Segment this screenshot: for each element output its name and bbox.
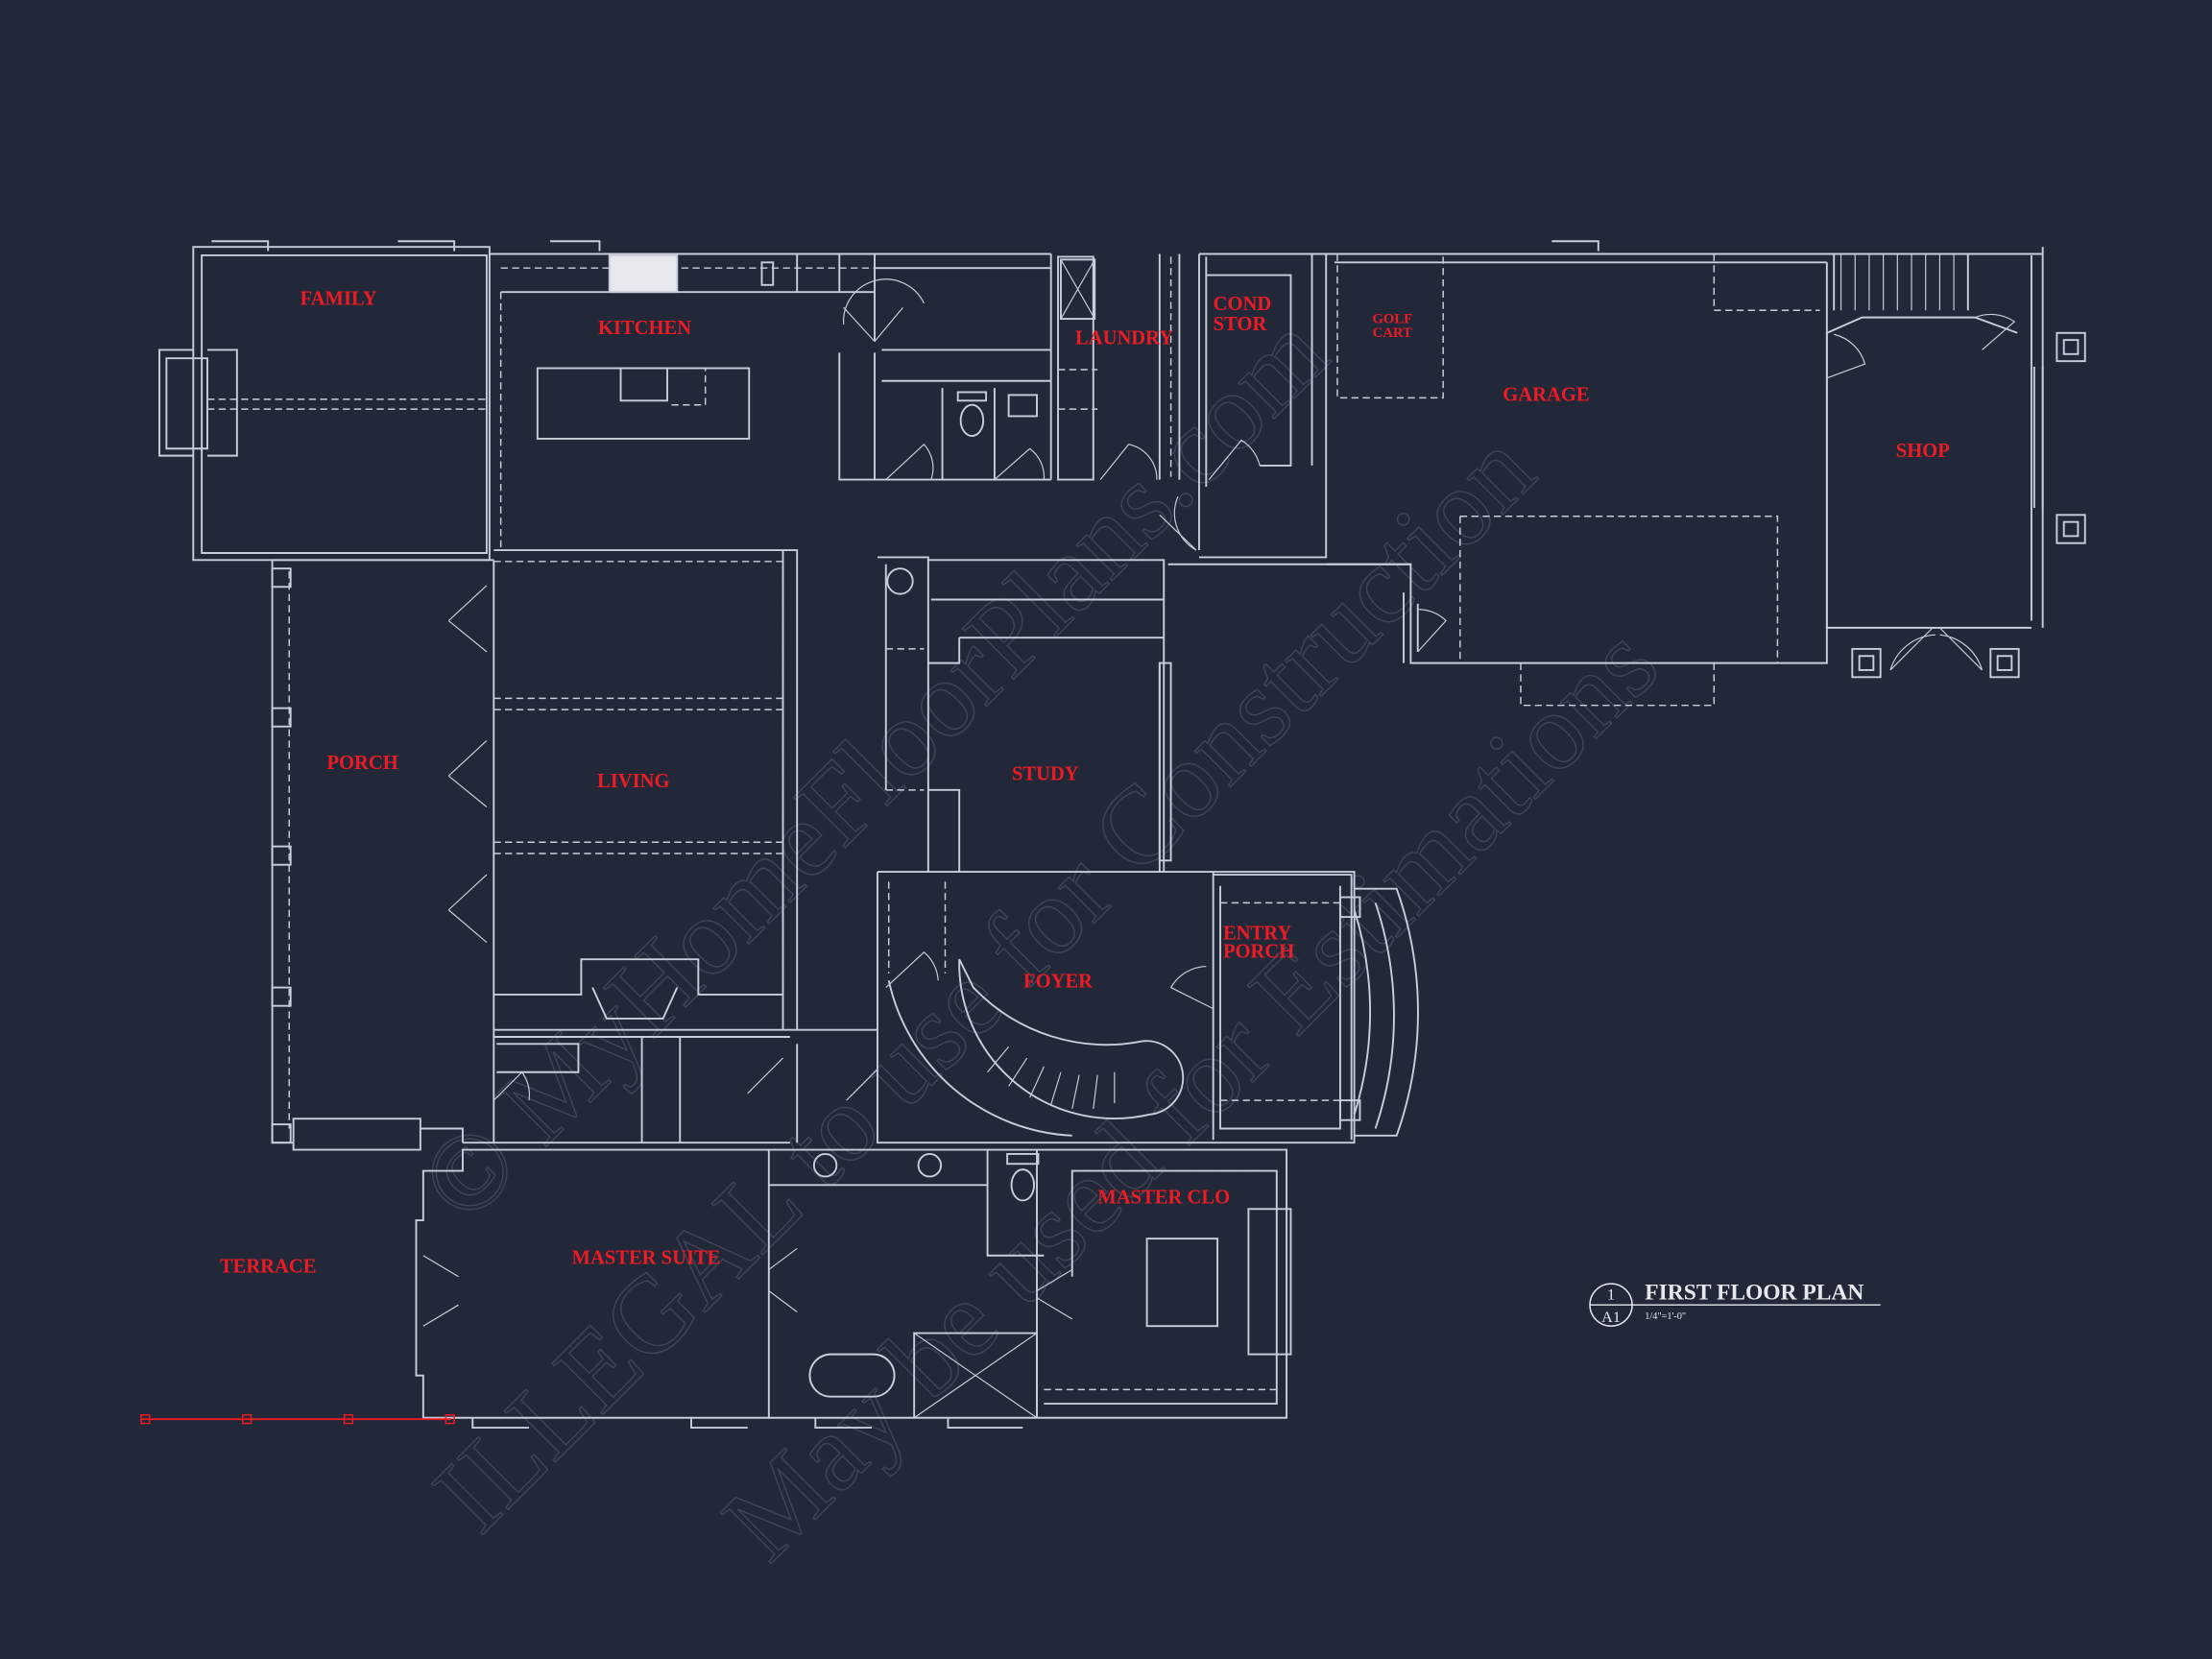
- title-block: 1 A1 FIRST FLOOR PLAN 1/4"=1'-0": [1589, 1280, 1881, 1327]
- room-label-cart: CART: [1373, 325, 1412, 341]
- drawing-scale: 1/4"=1'-0": [1645, 1311, 1686, 1322]
- room-label-golf: GOLF: [1372, 311, 1412, 326]
- room-label-master-suite: MASTER SUITE: [572, 1248, 721, 1269]
- sheet-id: A1: [1601, 1310, 1621, 1326]
- room-labels: FAMILY KITCHEN LAUNDRY COND STOR GOLF CA…: [220, 288, 1950, 1277]
- room-label-porch: PORCH: [327, 753, 398, 774]
- room-label-living: LIVING: [597, 771, 669, 792]
- room-label-garage: GARAGE: [1503, 384, 1589, 405]
- walls: [140, 240, 2086, 1429]
- room-label-laundry: LAUNDRY: [1075, 328, 1173, 349]
- room-label-cond: COND: [1214, 294, 1272, 315]
- sheet-number: 1: [1607, 1286, 1615, 1303]
- room-label-study: STUDY: [1012, 764, 1079, 785]
- room-label-shop: SHOP: [1896, 441, 1950, 462]
- room-label-stor: STOR: [1214, 314, 1268, 335]
- room-label-foyer: FOYER: [1023, 972, 1094, 993]
- drawing-title: FIRST FLOOR PLAN: [1645, 1280, 1863, 1305]
- room-label-entry-porch: PORCH: [1223, 942, 1294, 963]
- room-label-entry: ENTRY: [1223, 924, 1291, 945]
- room-label-family: FAMILY: [301, 288, 377, 309]
- room-label-terrace: TERRACE: [220, 1256, 317, 1277]
- room-label-kitchen: KITCHEN: [598, 318, 691, 339]
- room-label-master-clo: MASTER CLO: [1097, 1187, 1230, 1208]
- watermark: © MyHomeFloorPlans.com ILLEGAL to use fo…: [396, 290, 1681, 1583]
